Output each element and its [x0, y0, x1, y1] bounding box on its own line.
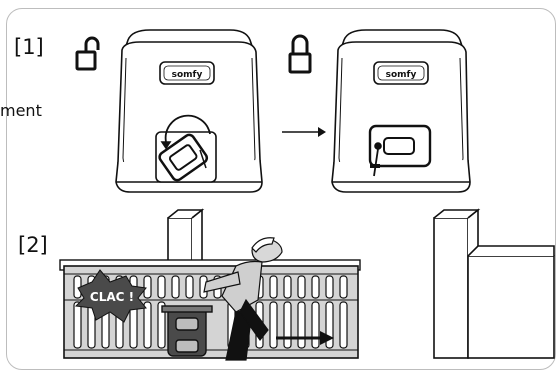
motor-in-gate [162, 306, 212, 356]
locked-padlock-icon [290, 36, 310, 72]
motor-unlocking: somfy [116, 30, 262, 192]
unlocked-padlock-icon [77, 38, 98, 69]
closing-post [434, 210, 554, 358]
motor-logo-1: somfy [172, 70, 203, 80]
arrow-right-icon [282, 127, 326, 137]
motor-locked: somfy [332, 30, 470, 192]
gate-pillar [168, 210, 202, 266]
impact-text: CLAC ! [90, 290, 134, 304]
motor-logo-2: somfy [386, 70, 417, 80]
